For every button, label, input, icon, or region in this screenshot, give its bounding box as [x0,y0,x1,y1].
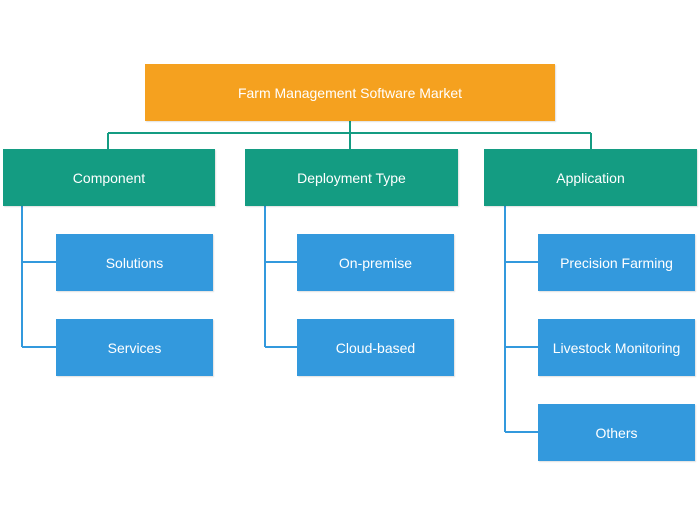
leaf-label: On-premise [338,254,413,271]
leaf-precision-farming: Precision Farming [538,234,695,291]
category-deployment-type: Deployment Type [245,149,458,206]
leaf-label: Livestock Monitoring [552,339,681,356]
root-label: Farm Management Software Market [237,84,463,101]
category-label: Application [556,169,625,186]
leaf-on-premise: On-premise [297,234,454,291]
category-label: Deployment Type [297,169,406,186]
leaf-label: Precision Farming [560,254,673,271]
leaf-services: Services [56,319,213,376]
leaf-solutions: Solutions [56,234,213,291]
leaf-label: Solutions [105,254,164,271]
leaf-connectors [21,206,538,433]
category-application: Application [484,149,697,206]
root-connectors [107,121,592,149]
leaf-cloud-based: Cloud-based [297,319,454,376]
leaf-label: Others [595,424,638,441]
leaf-label: Cloud-based [335,339,416,356]
category-label: Component [72,169,146,186]
leaf-label: Services [107,339,162,356]
category-component: Component [3,149,215,206]
leaf-others: Others [538,404,695,461]
root-node: Farm Management Software Market [145,64,555,121]
leaf-livestock-monitoring: Livestock Monitoring [538,319,695,376]
